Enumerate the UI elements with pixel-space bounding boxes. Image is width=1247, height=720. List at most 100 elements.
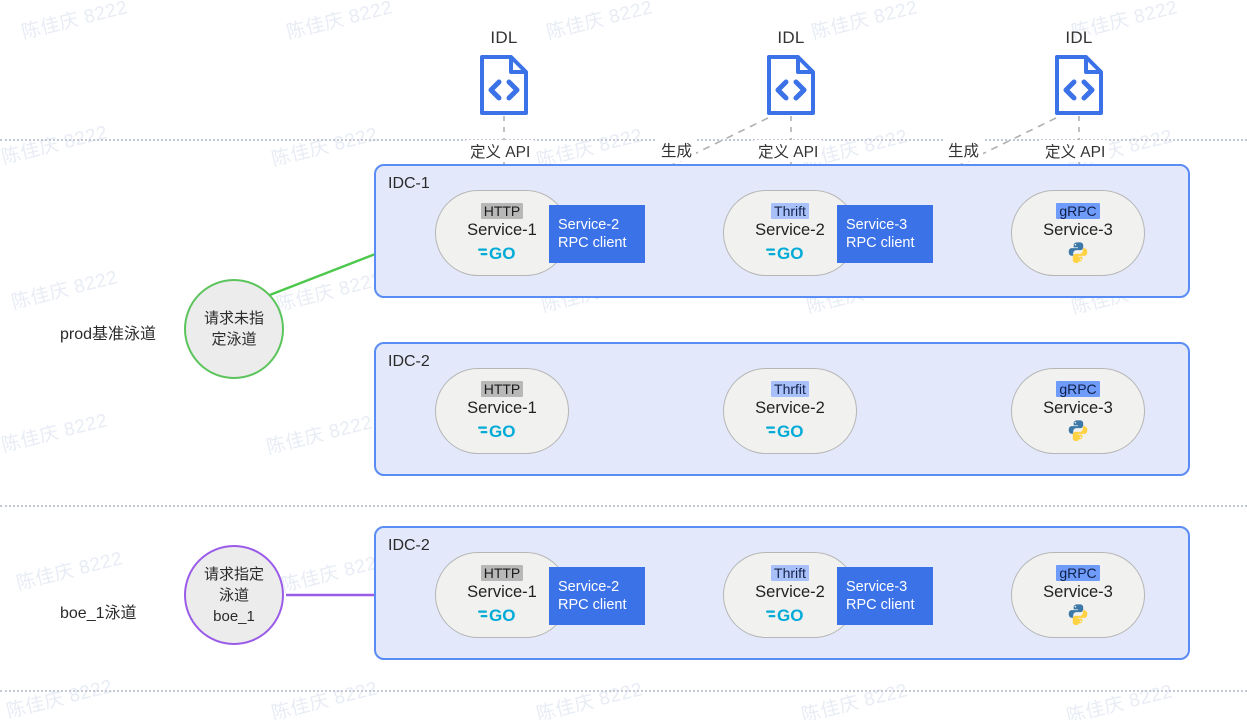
go-logo: GO: [478, 241, 526, 263]
idl-file-icon: [1055, 55, 1103, 115]
rpc-client-line: Service-2: [558, 217, 620, 233]
watermark-27: 陈佳庆 8222: [534, 679, 645, 720]
service-name: Service-2: [755, 583, 825, 601]
go-logo: GO: [766, 606, 803, 624]
watermark-29: 陈佳庆 8222: [1064, 681, 1175, 720]
svg-text:GO: GO: [777, 606, 803, 624]
watermark-15: 陈佳庆 8222: [0, 410, 110, 457]
go-logo: GO: [766, 422, 803, 440]
python-logo: [1067, 241, 1089, 263]
rpc-client-line: RPC client: [846, 597, 915, 613]
lane-separator-2: [0, 505, 1247, 507]
service-name: Service-3: [1043, 399, 1113, 417]
edge-label-2: 生成: [657, 139, 697, 161]
lane-circle-line: 请求未指: [203, 310, 264, 327]
watermark-16: 陈佳庆 8222: [264, 412, 375, 459]
watermark-5: 陈佳庆 8222: [0, 122, 110, 169]
go-logo: GO: [478, 603, 526, 625]
watermark-25: 陈佳庆 8222: [4, 676, 115, 720]
watermark-26: 陈佳庆 8222: [269, 678, 380, 720]
service-node[interactable]: gRPC Service-3: [1011, 368, 1145, 454]
service-name: Service-2: [755, 221, 825, 239]
svg-text:GO: GO: [489, 606, 515, 624]
protocol-badge: HTTP: [480, 203, 524, 219]
lane-entry-circle-purple: 请求指定泳道 boe_1: [184, 545, 284, 645]
watermark-1: 陈佳庆 8222: [284, 0, 395, 44]
watermark-10: 陈佳庆 8222: [9, 267, 120, 314]
go-logo: GO: [766, 244, 803, 262]
svg-text:GO: GO: [489, 422, 515, 440]
python-logo: [1068, 604, 1088, 625]
protocol-badge: Thrift: [771, 203, 809, 219]
go-logo: GO: [766, 419, 814, 441]
svg-text:GO: GO: [489, 244, 515, 262]
idl-file-icon: [1053, 54, 1105, 121]
idl-file-icon: [767, 55, 815, 115]
go-logo: GO: [766, 241, 814, 263]
lane-circle-line: 泳道: [218, 586, 249, 604]
service-node[interactable]: gRPC Service-3: [1011, 190, 1145, 276]
idc-title: IDC-2: [388, 353, 430, 370]
rpc-client-line: Service-3: [846, 217, 908, 233]
rpc-client-line: Service-2: [558, 579, 620, 595]
watermark-28: 陈佳庆 8222: [799, 680, 910, 720]
lane-entry-circle-green: 请求未指定泳道: [184, 279, 284, 379]
edge-label-5: 定义 API: [1041, 140, 1110, 162]
lane-circle-line: 请求指定: [203, 565, 264, 583]
rpc-client-line: RPC client: [558, 597, 627, 613]
python-logo: [1067, 419, 1089, 441]
lane-circle-line: boe_1: [213, 607, 255, 625]
service-name: Service-3: [1043, 583, 1113, 601]
go-logo: GO: [478, 422, 515, 440]
edge-label-1: 定义 API: [466, 140, 535, 162]
watermark-0: 陈佳庆 8222: [19, 0, 130, 44]
protocol-badge: Thrfit: [771, 381, 809, 397]
rpc-client-line: Service-3: [846, 579, 908, 595]
idl-node-1: IDL: [444, 28, 564, 121]
service-name: Service-3: [1043, 221, 1113, 239]
service-name: Service-1: [467, 399, 537, 417]
service-name: Service-2: [755, 399, 825, 417]
idl-label: IDL: [777, 28, 805, 47]
go-logo: GO: [478, 419, 526, 441]
idl-label: IDL: [1065, 28, 1093, 47]
lane-name-label: boe_1泳道: [60, 605, 137, 622]
protocol-badge: gRPC: [1056, 381, 1100, 397]
protocol-badge: HTTP: [480, 381, 524, 397]
idl-label: IDL: [490, 28, 518, 47]
lane-circle-line: 定泳道: [211, 331, 257, 348]
python-logo: [1067, 603, 1089, 625]
protocol-badge: gRPC: [1056, 203, 1100, 219]
idl-file-icon: [765, 54, 817, 121]
idc-title: IDC-2: [388, 537, 430, 554]
lane-name-label: prod基准泳道: [60, 326, 157, 343]
service-name: Service-1: [467, 583, 537, 601]
rpc-client-line: RPC client: [558, 235, 627, 251]
lane-separator-3: [0, 690, 1247, 692]
svg-text:GO: GO: [777, 244, 803, 262]
go-logo: GO: [478, 244, 515, 262]
edge-label-3: 定义 API: [754, 140, 823, 162]
idc-title: IDC-1: [388, 175, 430, 192]
edge-label-4: 生成: [944, 139, 984, 161]
idl-file-icon: [480, 55, 528, 115]
watermark-6: 陈佳庆 8222: [269, 124, 380, 171]
watermark-11: 陈佳庆 8222: [274, 269, 385, 316]
go-logo: GO: [766, 603, 814, 625]
rpc-client-line: RPC client: [846, 235, 915, 251]
protocol-badge: HTTP: [480, 565, 524, 581]
python-logo: [1068, 242, 1088, 263]
idl-node-2: IDL: [731, 28, 851, 121]
service-name: Service-1: [467, 221, 537, 239]
